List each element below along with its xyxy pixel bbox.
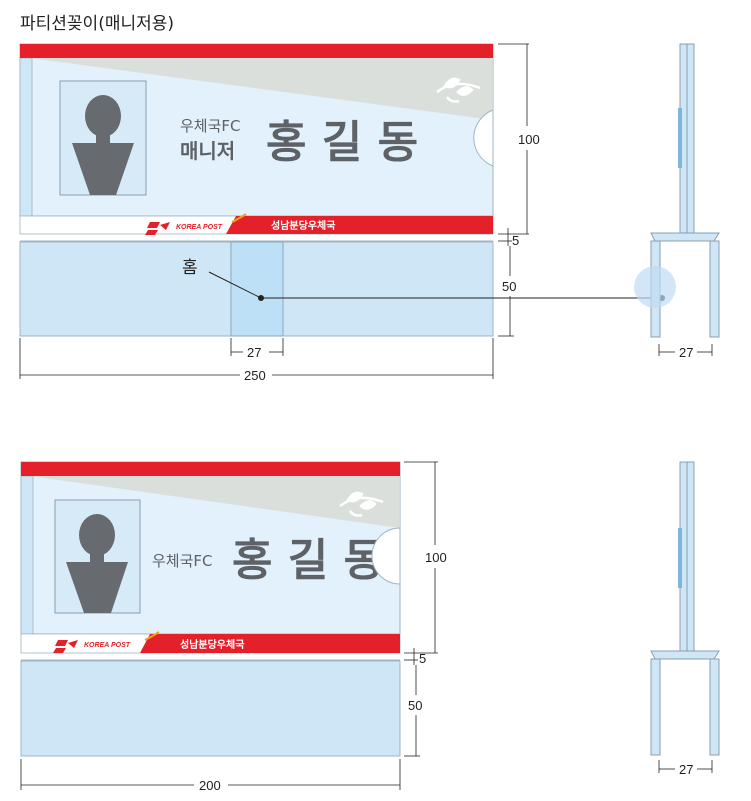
swoosh-accent (144, 631, 160, 641)
name-label: 홍 길 동 (266, 117, 418, 168)
leaf-logo-icon (436, 77, 481, 103)
red-top-bar (20, 44, 493, 58)
dim-side-width: 27 (679, 345, 693, 360)
korea-post-logo-icon (53, 640, 78, 653)
side-leg-left (650, 658, 661, 756)
front-view-bottom: 우체국FC 홍 길 동 KOREA POST 성남분당우체국 100 5 (20, 461, 447, 793)
dim-height-card: 100 (425, 550, 447, 565)
dim-gap: 5 (512, 233, 519, 248)
branch-label: 성남분당우체국 (271, 219, 335, 232)
dim-height-card: 100 (518, 132, 540, 147)
thumb-notch (473, 109, 494, 167)
swoosh-accent (231, 213, 247, 223)
org-label: 우체국FC (180, 117, 241, 135)
card-left-edge (20, 475, 34, 635)
dim-height-base: 50 (408, 698, 422, 713)
base-panel (20, 660, 401, 757)
page-title: 파티션꽂이(매니저용) (20, 14, 175, 34)
side-groove-mark (678, 108, 682, 168)
dim-height-base: 50 (502, 279, 516, 294)
side-leg-right (709, 240, 720, 338)
side-leg-right (709, 658, 720, 756)
groove-point (258, 295, 264, 301)
person-silhouette-icon (66, 514, 128, 613)
name-label: 홍 길 동 (232, 535, 384, 586)
gray-swoosh (30, 58, 493, 120)
dim-side-width: 27 (679, 762, 693, 777)
red-bottom-bar (226, 216, 493, 234)
korea-post-label: KOREA POST (176, 224, 223, 231)
side-top-plate (650, 232, 720, 242)
side-groove-mark (678, 528, 682, 588)
groove (230, 241, 284, 337)
role-label: 매니저 (180, 139, 235, 163)
org-label: 우체국FC (152, 552, 213, 570)
branch-label: 성남분당우체국 (180, 638, 244, 651)
dim-total-width: 250 (244, 368, 266, 383)
side-view-top: 27 (634, 43, 720, 360)
leaf-logo-icon (339, 491, 384, 517)
thumb-notch (371, 527, 401, 585)
red-top-bar (21, 462, 400, 476)
dim-groove-width: 27 (247, 345, 261, 360)
korea-post-logo-icon (145, 222, 170, 235)
side-top-plate (650, 650, 720, 660)
groove-label: 홈 (182, 258, 198, 278)
groove-leader (208, 271, 262, 299)
red-bottom-bar (140, 634, 400, 653)
gray-swoosh (30, 476, 400, 528)
person-silhouette-icon (72, 95, 134, 195)
front-view-top: 우체국FC 매니저 홍 길 동 KOREA POST 성남분당우체국 홈 (19, 43, 665, 383)
dim-gap: 5 (419, 651, 426, 666)
dim-total-width: 200 (199, 778, 221, 793)
groove-highlight (634, 266, 676, 308)
side-view-bottom: 27 (650, 461, 720, 777)
card-left-edge (19, 57, 33, 217)
korea-post-label: KOREA POST (84, 642, 131, 649)
